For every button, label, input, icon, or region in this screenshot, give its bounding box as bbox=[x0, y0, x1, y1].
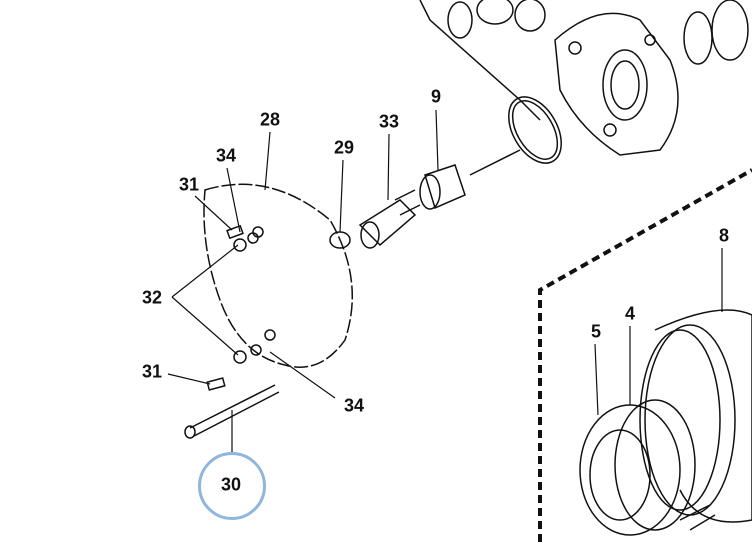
callout-33[interactable]: 33 bbox=[378, 111, 400, 132]
small-fasteners bbox=[206, 224, 262, 391]
leader-lines bbox=[167, 109, 723, 452]
callout-34-lower[interactable]: 34 bbox=[343, 395, 365, 416]
callout-5[interactable]: 5 bbox=[590, 321, 602, 342]
callout-31[interactable]: 31 bbox=[178, 174, 200, 195]
callout-29[interactable]: 29 bbox=[333, 137, 355, 158]
callout-30[interactable]: 30 bbox=[220, 474, 242, 495]
planet-carrier-assembly bbox=[419, 0, 749, 176]
seal-ring-4-5 bbox=[579, 399, 716, 536]
long-bolt-30 bbox=[184, 384, 280, 439]
callout-4[interactable]: 4 bbox=[624, 303, 636, 324]
bushing-9 bbox=[419, 164, 466, 210]
callout-34[interactable]: 34 bbox=[215, 145, 237, 166]
callout-8[interactable]: 8 bbox=[718, 225, 730, 246]
cover-plate-28 bbox=[203, 183, 353, 368]
callout-31-lower[interactable]: 31 bbox=[141, 361, 163, 382]
highlight-circle bbox=[198, 452, 266, 520]
callout-28[interactable]: 28 bbox=[259, 109, 281, 130]
callout-32[interactable]: 32 bbox=[141, 287, 163, 308]
sun-gear-shaft-33 bbox=[358, 189, 421, 249]
callout-9[interactable]: 9 bbox=[430, 86, 442, 107]
